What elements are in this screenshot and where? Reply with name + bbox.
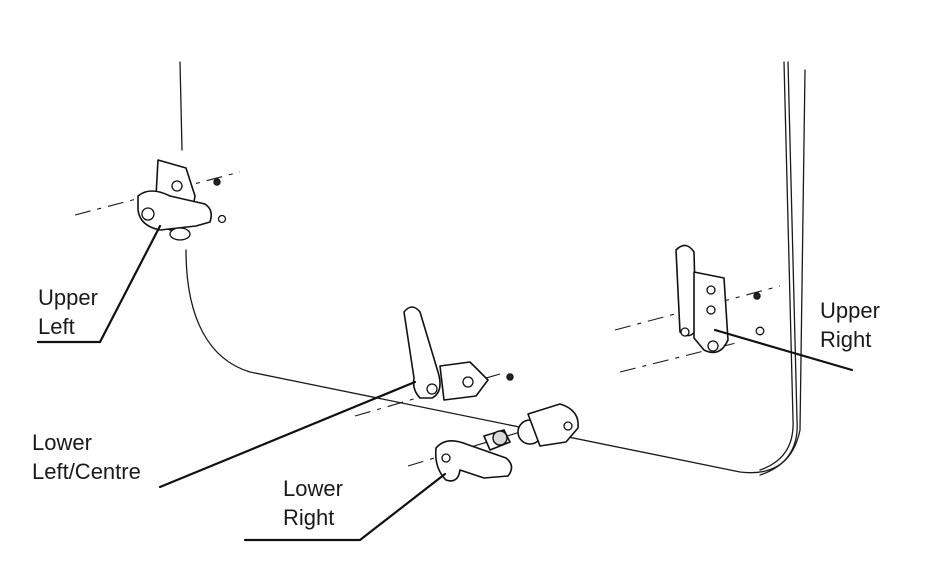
label-lower-right-line2: Right [283,505,335,530]
label-lower-right-line1: Lower [283,476,343,501]
label-lower-left-line1: Lower [32,430,92,455]
label-upper-left: Upper Left [38,283,98,341]
lower-left-centre-latch [354,306,514,417]
label-upper-right-line2: Right [820,327,872,352]
label-upper-left-line1: Upper [38,285,98,310]
label-upper-right: Upper Right [820,296,880,354]
upper-left-latch [74,159,241,241]
label-lower-left-centre: Lower Left/Centre [32,428,141,486]
label-lower-left-line2: Left/Centre [32,459,141,484]
lower-right-latch [407,403,579,482]
leader-lines [36,224,854,542]
label-upper-right-line1: Upper [820,298,880,323]
upper-right-latch [614,244,781,373]
label-upper-left-line2: Left [38,314,75,339]
label-lower-right: Lower Right [283,474,343,532]
panel-outline [179,61,806,476]
